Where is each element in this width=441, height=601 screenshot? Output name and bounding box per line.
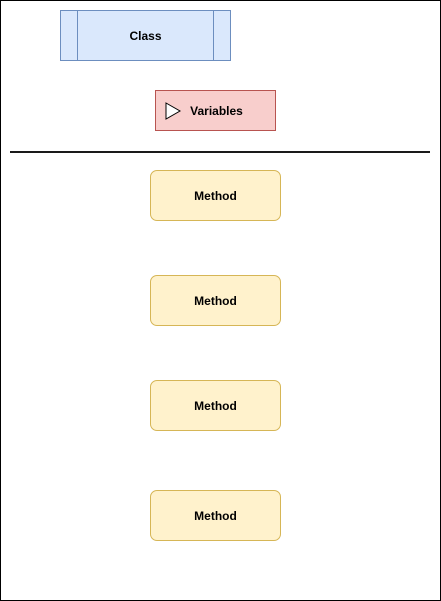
class-node-label: Class (129, 28, 162, 43)
method-node[interactable]: Method (150, 490, 281, 541)
variables-node-label: Variables (190, 103, 243, 118)
method-node[interactable]: Method (150, 170, 281, 221)
class-node[interactable]: Class (60, 10, 231, 61)
method-node-label: Method (194, 188, 237, 203)
class-node-left-divider (77, 11, 78, 60)
method-node[interactable]: Method (150, 275, 281, 326)
method-node-label: Method (194, 398, 237, 413)
section-divider (10, 151, 430, 153)
method-node-label: Method (194, 293, 237, 308)
variables-node[interactable]: Variables (155, 90, 276, 131)
method-node[interactable]: Method (150, 380, 281, 431)
play-triangle-icon (165, 102, 182, 120)
method-node-label: Method (194, 508, 237, 523)
class-node-right-divider (213, 11, 214, 60)
